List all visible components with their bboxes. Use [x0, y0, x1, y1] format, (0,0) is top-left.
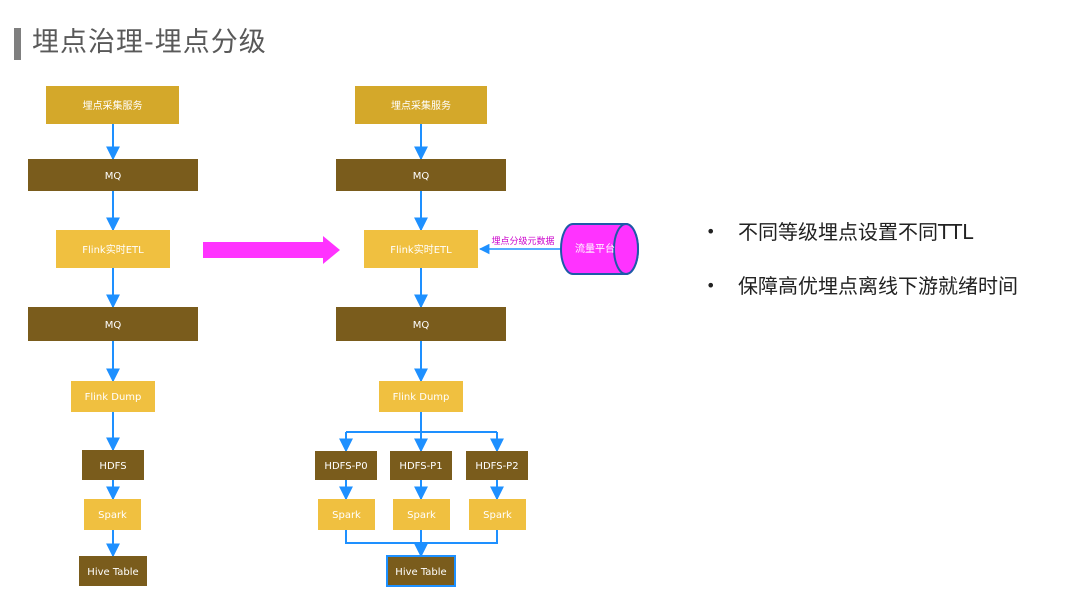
title-accent-bar — [14, 28, 21, 60]
right-node-hdfs-p0: HDFS-P0 — [315, 451, 377, 480]
left-node-mq-1: MQ — [28, 159, 198, 191]
right-node-hive-table-label: Hive Table — [395, 567, 446, 578]
left-node-spark: Spark — [84, 499, 141, 530]
metadata-label: 埋点分级元数据 — [491, 235, 554, 247]
right-node-hdfs-p0-label: HDFS-P0 — [324, 461, 367, 472]
left-node-flink-dump-label: Flink Dump — [85, 392, 142, 403]
bullet-item-1-text: 不同等级埋点设置不同TTL — [738, 220, 974, 244]
right-node-hdfs-p1-label: HDFS-P1 — [399, 461, 442, 472]
bullet-dot-icon: • — [706, 276, 716, 295]
page-title: 埋点治理-埋点分级 — [32, 27, 267, 58]
right-node-hive-table: Hive Table — [386, 555, 456, 587]
right-node-mq-2: MQ — [336, 307, 506, 341]
right-node-hdfs-p2-label: HDFS-P2 — [475, 461, 518, 472]
right-node-collect-service-label: 埋点采集服务 — [391, 99, 451, 112]
left-node-collect-service-label: 埋点采集服务 — [83, 99, 143, 112]
right-node-spark-0-label: Spark — [332, 510, 361, 521]
right-node-flink-dump: Flink Dump — [379, 381, 463, 412]
right-flow: 埋点分级元数据 流量平台 埋点采集服务 MQ Flink实时ETL MQ Fli… — [315, 86, 639, 587]
right-node-mq-2-label: MQ — [413, 320, 430, 331]
bullet-item-1: • 不同等级埋点设置不同TTL — [706, 217, 973, 247]
left-node-mq-2: MQ — [28, 307, 198, 341]
transition-arrow — [203, 236, 340, 264]
left-node-hive-table: Hive Table — [79, 556, 147, 586]
right-node-mq-1-label: MQ — [413, 171, 430, 182]
right-node-spark-2: Spark — [469, 499, 526, 530]
left-node-hdfs-label: HDFS — [99, 461, 126, 472]
left-flow: 埋点采集服务 MQ Flink实时ETL MQ Flink Dump HDFS … — [28, 86, 198, 586]
traffic-platform-label: 流量平台 — [575, 242, 615, 255]
left-node-flink-etl: Flink实时ETL — [56, 230, 170, 268]
right-node-spark-1: Spark — [393, 499, 450, 530]
right-node-collect-service: 埋点采集服务 — [355, 86, 487, 124]
left-node-spark-label: Spark — [98, 510, 127, 521]
right-node-spark-2-label: Spark — [483, 510, 512, 521]
right-node-flink-etl: Flink实时ETL — [364, 230, 478, 268]
right-node-hdfs-p1: HDFS-P1 — [390, 451, 452, 480]
left-node-hive-table-label: Hive Table — [87, 567, 138, 578]
right-node-mq-1: MQ — [336, 159, 506, 191]
left-node-mq-2-label: MQ — [105, 320, 122, 331]
left-node-flink-etl-label: Flink实时ETL — [82, 243, 144, 256]
right-node-flink-etl-label: Flink实时ETL — [390, 243, 452, 256]
left-node-hdfs: HDFS — [82, 450, 144, 480]
left-node-mq-1-label: MQ — [105, 171, 122, 182]
left-node-collect-service: 埋点采集服务 — [46, 86, 179, 124]
right-node-spark-1-label: Spark — [407, 510, 436, 521]
right-node-spark-0: Spark — [318, 499, 375, 530]
bullet-item-2-text: 保障高优埋点离线下游就绪时间 — [738, 274, 1018, 298]
left-node-flink-dump: Flink Dump — [71, 381, 155, 412]
right-node-hdfs-p2: HDFS-P2 — [466, 451, 528, 480]
right-node-flink-dump-label: Flink Dump — [393, 392, 450, 403]
bullet-item-2: • 保障高优埋点离线下游就绪时间 — [706, 271, 1018, 301]
bullet-dot-icon: • — [706, 222, 716, 241]
traffic-platform-cylinder: 流量平台 — [560, 223, 639, 275]
